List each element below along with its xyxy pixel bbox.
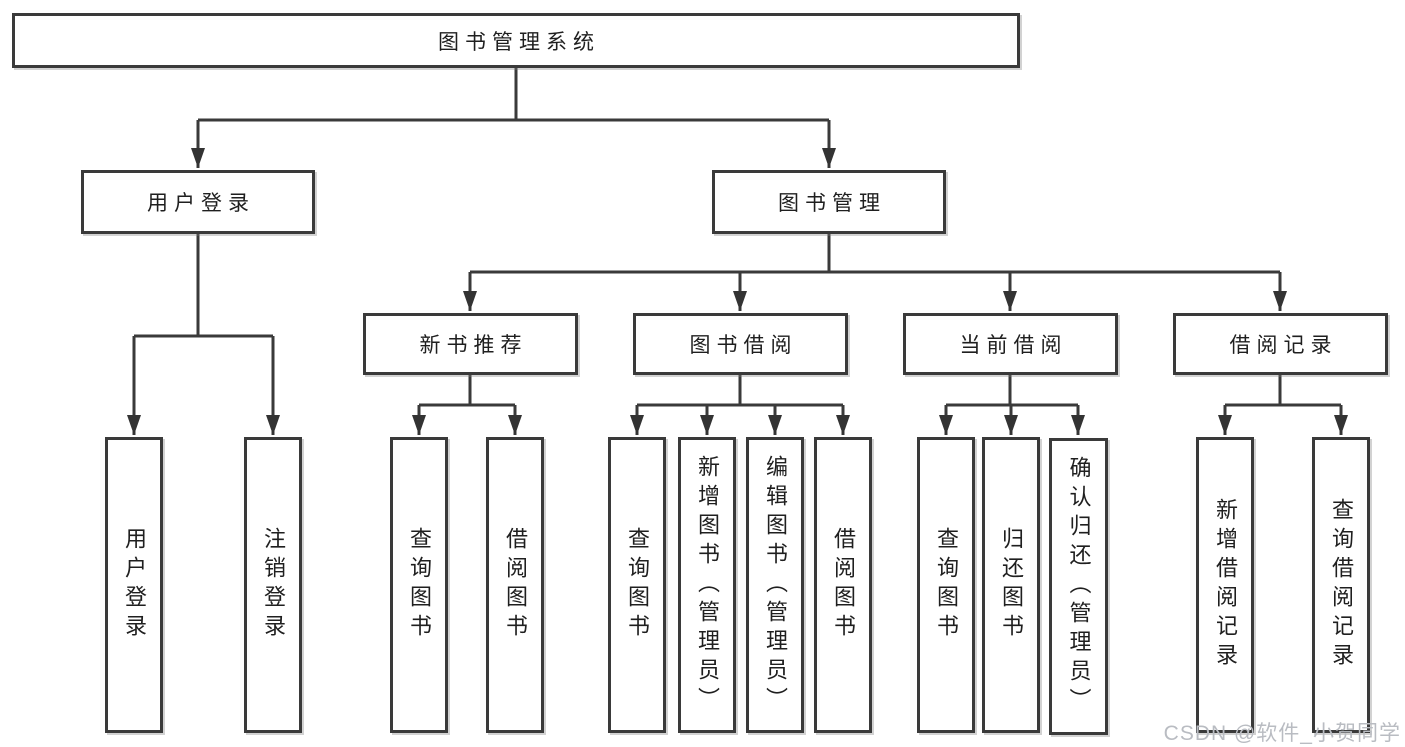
- node-user-login: 用户登录: [81, 170, 315, 234]
- node-system-root: 图书管理系统: [12, 13, 1020, 68]
- node-borrow-books-recommend: 借阅图书: [486, 437, 544, 733]
- node-new-book-recommendation: 新书推荐: [363, 313, 578, 375]
- node-add-borrow-record: 新增借阅记录: [1196, 437, 1254, 733]
- node-book-borrowing: 图书借阅: [633, 313, 848, 375]
- node-query-books-borrowing: 查询图书: [608, 437, 666, 733]
- node-borrowing-records: 借阅记录: [1173, 313, 1388, 375]
- node-return-books: 归还图书: [982, 437, 1040, 733]
- node-query-books-current: 查询图书: [917, 437, 975, 733]
- node-add-books-admin: 新增图书（管理员）: [678, 437, 736, 733]
- node-user-login-leaf: 用户登录: [105, 437, 163, 733]
- node-edit-books-admin: 编辑图书（管理员）: [746, 437, 804, 733]
- node-book-management: 图书管理: [712, 170, 946, 234]
- node-current-borrowing: 当前借阅: [903, 313, 1118, 375]
- node-query-books-recommend: 查询图书: [390, 437, 448, 733]
- node-confirm-return-admin: 确认归还（管理员）: [1049, 438, 1108, 735]
- node-query-borrow-record: 查询借阅记录: [1312, 437, 1370, 733]
- watermark: CSDN @软件_小贺同学: [1163, 722, 1401, 745]
- node-logout-login-leaf: 注销登录: [244, 437, 302, 733]
- node-borrow-books-borrowing: 借阅图书: [814, 437, 872, 733]
